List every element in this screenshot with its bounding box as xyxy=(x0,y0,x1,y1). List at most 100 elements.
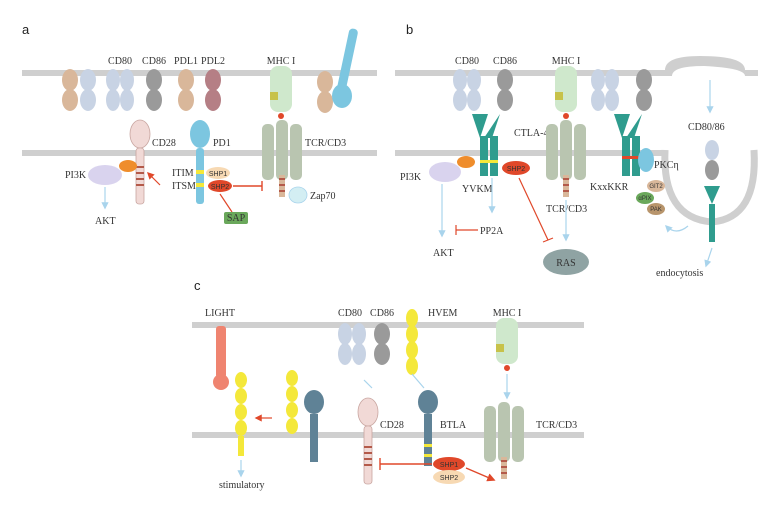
tcr-label: TCR/CD3 xyxy=(305,138,346,149)
shp2-ras-inhibition xyxy=(518,177,549,241)
pdl2 xyxy=(205,69,221,111)
ctla4-label: CTLA-4 xyxy=(514,128,548,139)
cd28 xyxy=(129,119,151,205)
unlabeled-ligand-1 xyxy=(62,69,78,111)
panel-b: b CD80 CD86 MHC I xyxy=(395,22,758,279)
pi3k-label: PI3K xyxy=(65,170,87,181)
shp2-node-b xyxy=(502,161,530,175)
pd1 xyxy=(190,120,210,204)
panel-b-label: b xyxy=(406,22,413,37)
tcr-cd3-complex xyxy=(262,120,302,197)
cd80-dimer xyxy=(106,69,134,111)
cd86-b2 xyxy=(636,69,652,111)
cd80-cd28-link xyxy=(363,379,373,389)
unlabeled-ligand-3 xyxy=(317,71,333,113)
shp1-node xyxy=(206,167,230,179)
endocytosis-arrow xyxy=(704,247,713,268)
mhc-class-i-b xyxy=(555,66,577,119)
pix-label: αPIX xyxy=(638,196,651,202)
unlabeled-ligand-2 xyxy=(80,69,96,111)
zap70-node xyxy=(288,186,308,204)
pp2a-label: PP2A xyxy=(480,226,504,237)
mhc-class-i-c xyxy=(496,318,518,371)
pdl1 xyxy=(178,69,194,111)
tcr-cd3-complex-c xyxy=(484,402,524,479)
apc-membrane xyxy=(22,70,377,76)
btla-cis xyxy=(304,390,324,462)
ctla4-dimer-2 xyxy=(614,114,642,176)
pi3k-label-b: PI3K xyxy=(400,172,422,183)
akt-label-b: AKT xyxy=(433,248,454,259)
apc-membrane-c xyxy=(192,322,584,328)
shp2-label: SHP2 xyxy=(211,184,229,191)
tcell-membrane-b xyxy=(395,150,665,156)
ras-label: RAS xyxy=(556,258,575,269)
cd28-label: CD28 xyxy=(152,138,176,149)
cd80-label: CD80 xyxy=(108,56,132,67)
internalized-ctla4 xyxy=(704,186,720,242)
adaptor-node-b xyxy=(457,156,475,168)
shp1-label: SHP1 xyxy=(209,171,227,178)
tcell-membrane-c xyxy=(192,432,584,438)
hvem-apc xyxy=(406,309,418,375)
cd86-label-b: CD86 xyxy=(493,56,517,67)
sap-node xyxy=(224,212,248,224)
pak-label: PAK xyxy=(650,207,662,213)
shp2-ras-inhibition-bar xyxy=(542,237,554,243)
cd28-label-c: CD28 xyxy=(380,420,404,431)
mhc-class-i xyxy=(270,66,292,119)
cd8086-label: CD80/86 xyxy=(688,122,725,133)
cd28-activation-arrow xyxy=(146,171,161,186)
adaptor-node xyxy=(119,160,137,172)
cd86-c xyxy=(374,323,390,365)
shp2-node-c xyxy=(433,470,465,484)
shp2-sap-link xyxy=(219,193,233,213)
tcr-label-c: TCR/CD3 xyxy=(536,420,577,431)
panel-a-label: a xyxy=(22,22,30,37)
apc-membrane-b xyxy=(395,56,758,76)
pdl1-label: PDL1 xyxy=(174,56,198,67)
mhc-label-c: MHC I xyxy=(493,308,522,319)
itsm-label: ITSM xyxy=(172,181,196,192)
git2-label: GIT2 xyxy=(649,184,663,190)
pdl2-label: PDL2 xyxy=(201,56,225,67)
hvem-trans xyxy=(235,372,247,456)
mhc-label: MHC I xyxy=(267,56,296,67)
panel-c: c LIGHT stimulatory xyxy=(192,278,584,491)
ctla4-dimer xyxy=(472,114,500,176)
cd80-dimer-b xyxy=(453,69,481,111)
shp1-node-c xyxy=(433,457,465,471)
akt-label: AKT xyxy=(95,216,116,227)
btla xyxy=(418,390,438,466)
panel-c-label: c xyxy=(194,278,201,293)
stimulatory-label: stimulatory xyxy=(219,480,265,491)
pak-node xyxy=(647,203,665,215)
kxxkkr-label: KxxKKR xyxy=(590,182,629,193)
btla-tcr-inhibition xyxy=(465,467,496,482)
pi3k-node-b xyxy=(429,162,461,182)
hvem-btla-link xyxy=(411,373,425,389)
pkc-node xyxy=(638,148,654,172)
git2-node xyxy=(647,180,665,192)
pi3k-node xyxy=(88,165,122,185)
light-label: LIGHT xyxy=(205,308,235,319)
yvkm-label: YVKM xyxy=(462,184,493,195)
blue-receptor xyxy=(332,28,358,108)
pix-node xyxy=(636,192,654,204)
cd86-label: CD86 xyxy=(142,56,166,67)
ras-node xyxy=(543,249,589,275)
panel-a: a CD80 CD86 PDL1 xyxy=(22,22,377,227)
shp1-label-c: SHP1 xyxy=(440,462,458,469)
pd1-label: PD1 xyxy=(213,138,231,149)
shp2-label-b: SHP2 xyxy=(507,166,525,173)
mhc-label-b: MHC I xyxy=(552,56,581,67)
itim-label: ITIM xyxy=(172,168,194,179)
internalized-cd80-86 xyxy=(705,140,719,180)
cd86-label-c: CD86 xyxy=(370,308,394,319)
zap70-label: Zap70 xyxy=(310,191,336,202)
tcr-cd3-complex-b xyxy=(546,120,586,197)
light xyxy=(213,326,229,390)
cd80-label-c: CD80 xyxy=(338,308,362,319)
hvem-label: HVEM xyxy=(428,308,458,319)
pkc-label: PKCη xyxy=(654,160,679,171)
